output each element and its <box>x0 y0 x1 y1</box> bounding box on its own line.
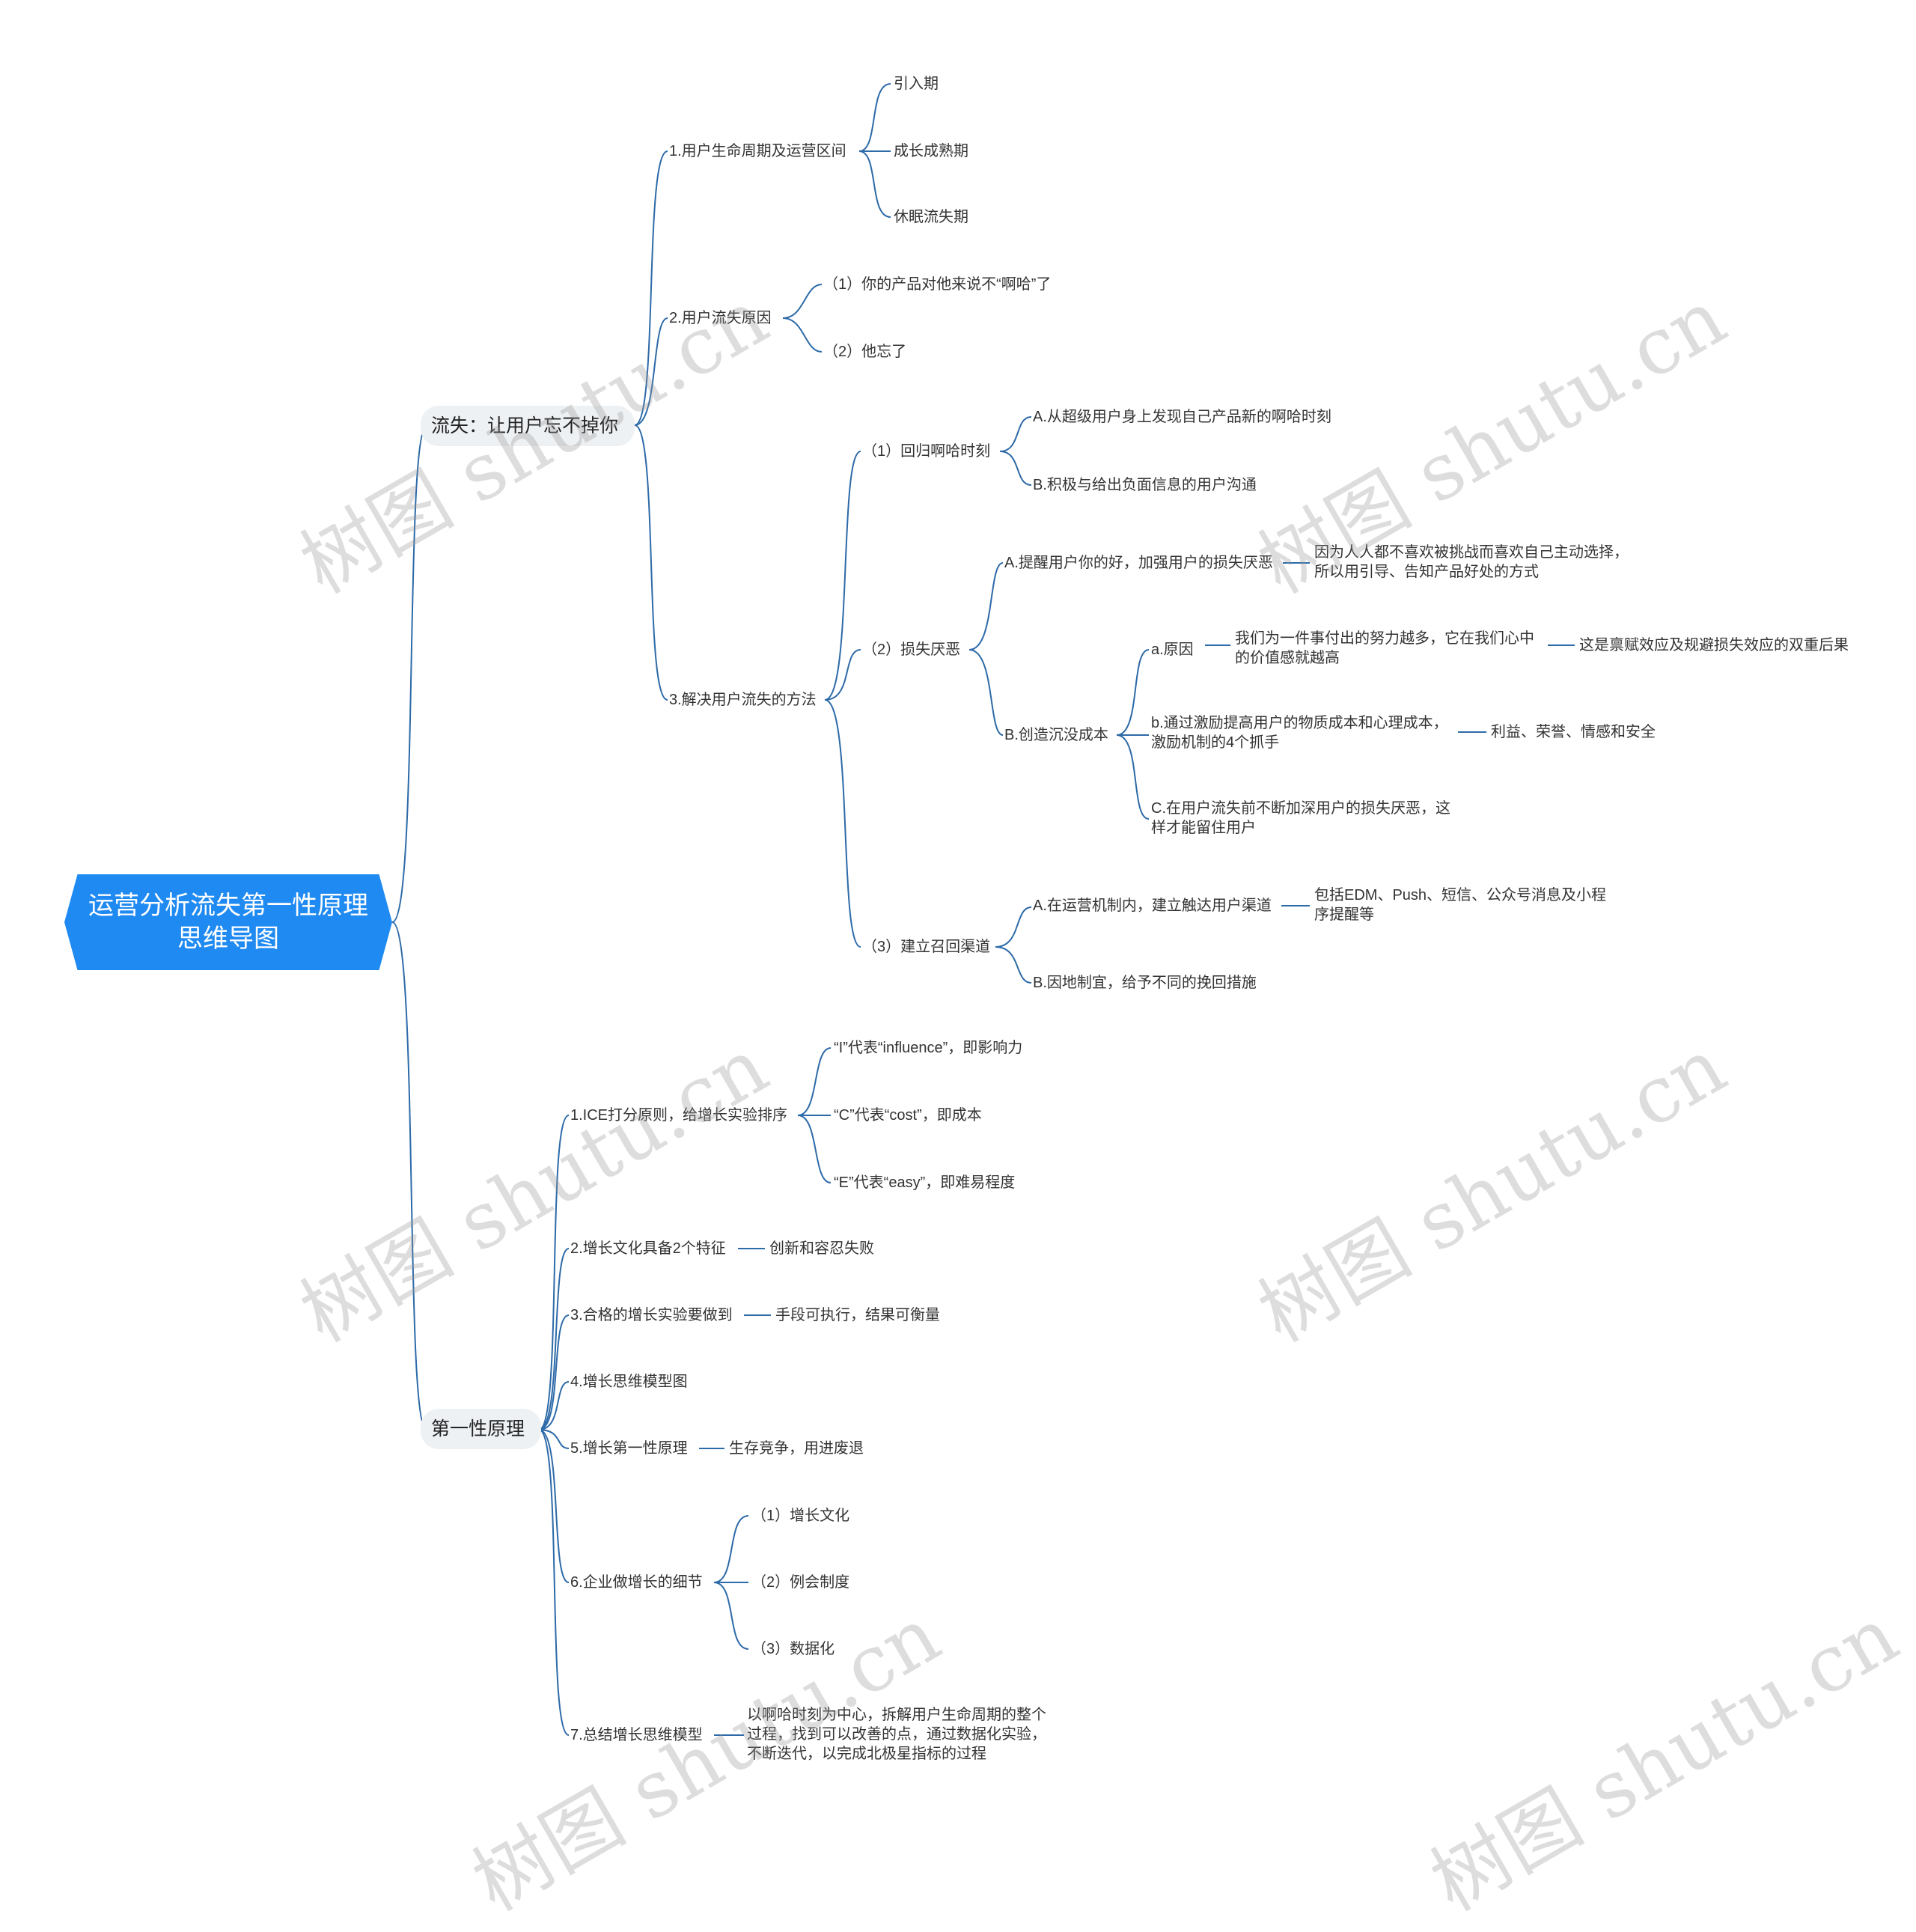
node-growth-principle[interactable]: 5.增长第一性原理 <box>570 1440 688 1457</box>
node-aha-superuser[interactable]: A.从超级用户身上发现自己产品新的啊哈时刻 <box>1033 409 1331 425</box>
node-recall-touch[interactable]: A.在运营机制内，建立触达用户渠道 <box>1033 898 1272 914</box>
node-solutions[interactable]: 3.解决用户流失的方法 <box>669 692 817 708</box>
node-recall-measures[interactable]: B.因地制宜，给予不同的挽回措施 <box>1033 975 1257 991</box>
node-sunk-incentive[interactable]: b.通过激励提高用户的物质成本和心理成本，激励机制的4个抓手 <box>1151 715 1448 751</box>
node-lifecycle-intro[interactable]: 引入期 <box>894 76 939 92</box>
node-aha-return[interactable]: （1）回归啊哈时刻 <box>862 443 991 460</box>
node-sunk-cost[interactable]: B.创造沉没成本 <box>1004 727 1108 743</box>
node-sunk-reason[interactable]: a.原因 <box>1151 642 1194 658</box>
node-reason-forgot[interactable]: （2）他忘了 <box>823 344 907 360</box>
node-growth-culture[interactable]: 2.增长文化具备2个特征 <box>570 1240 726 1257</box>
node-ice[interactable]: 1.ICE打分原则，给增长实验排序 <box>570 1107 788 1124</box>
node-recall-channel[interactable]: （3）建立召回渠道 <box>862 939 991 955</box>
node-ice-cost[interactable]: “C”代表“cost”，即成本 <box>834 1107 982 1124</box>
node-sunk-reason-detail[interactable]: 我们为一件事付出的努力越多，它在我们心中的价值感就越高 <box>1235 630 1534 666</box>
node-loss-aversion[interactable]: （2）损失厌恶 <box>862 642 961 658</box>
node-growth-summary[interactable]: 7.总结增长思维模型 <box>570 1727 703 1743</box>
node-details-data[interactable]: （3）数据化 <box>751 1641 835 1657</box>
node-lifecycle-dormant[interactable]: 休眠流失期 <box>894 209 968 225</box>
node-growth-experiment-detail[interactable]: 手段可执行，结果可衡量 <box>775 1307 940 1323</box>
branch-first-principle[interactable]: 第一性原理 <box>421 1409 542 1449</box>
node-details-culture[interactable]: （1）增长文化 <box>751 1508 850 1524</box>
node-ice-influence[interactable]: “I”代表“influence”，即影响力 <box>834 1040 1023 1056</box>
node-lifecycle-growth[interactable]: 成长成熟期 <box>894 143 968 159</box>
node-aha-negative[interactable]: B.积极与给出负面信息的用户沟通 <box>1033 477 1257 493</box>
branch-churn[interactable]: 流失：让用户忘不掉你 <box>421 406 635 446</box>
node-loss-remind-detail[interactable]: 因为人人都不喜欢被挑战而喜欢自己主动选择，所以用引导、告知产品好处的方式 <box>1314 544 1629 580</box>
node-reason-no-aha[interactable]: （1）你的产品对他来说不“啊哈”了 <box>823 276 1052 293</box>
node-lifecycle[interactable]: 1.用户生命周期及运营区间 <box>669 143 846 159</box>
node-growth-experiment[interactable]: 3.合格的增长实验要做到 <box>570 1307 733 1323</box>
node-sunk-reason-result[interactable]: 这是禀赋效应及规避损失效应的双重后果 <box>1579 637 1849 653</box>
node-loss-remind[interactable]: A.提醒用户你的好，加强用户的损失厌恶 <box>1004 555 1273 571</box>
node-growth-principle-detail[interactable]: 生存竞争，用进废退 <box>729 1440 864 1457</box>
node-growth-summary-detail[interactable]: 以啊哈时刻为中心，拆解用户生命周期的整个过程，找到可以改善的点，通过数据化实验，… <box>747 1707 1046 1762</box>
node-recall-touch-detail[interactable]: 包括EDM、Push、短信、公众号消息及小程序提醒等 <box>1314 887 1607 923</box>
node-growth-details[interactable]: 6.企业做增长的细节 <box>570 1574 703 1591</box>
connector-lines <box>391 83 1575 1736</box>
root-node[interactable]: 运营分析流失第一性原理思维导图 <box>64 874 392 970</box>
node-growth-model[interactable]: 4.增长思维模型图 <box>570 1374 688 1390</box>
node-ice-easy[interactable]: “E”代表“easy”，即难易程度 <box>834 1174 1016 1191</box>
node-sunk-deepen[interactable]: C.在用户流失前不断加深用户的损失厌恶，这样才能留住用户 <box>1151 800 1450 836</box>
node-churn-reasons[interactable]: 2.用户流失原因 <box>669 310 772 326</box>
node-details-meeting[interactable]: （2）例会制度 <box>751 1574 850 1591</box>
node-sunk-incentive-detail[interactable]: 利益、荣誉、情感和安全 <box>1491 724 1656 740</box>
node-growth-culture-detail[interactable]: 创新和容忍失败 <box>769 1240 874 1257</box>
